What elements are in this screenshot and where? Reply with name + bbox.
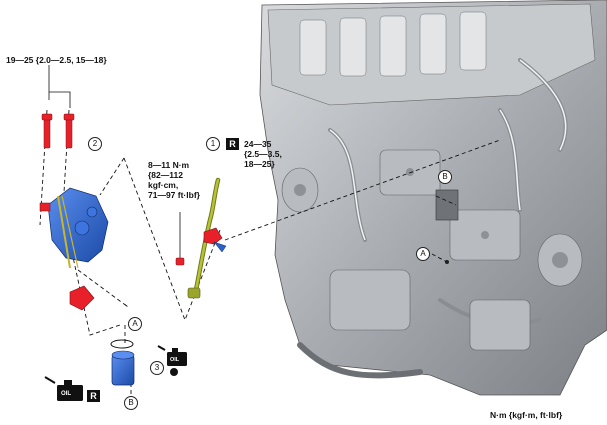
oil-can-icon-left <box>44 376 83 401</box>
torque-line: {2.5—3.5, <box>244 149 282 159</box>
torque-line: 8—11 N·m <box>148 160 190 170</box>
small-bolt <box>175 257 185 266</box>
engine-block <box>259 0 607 396</box>
callout-part-1: 1 <box>206 137 220 151</box>
callout-part-2: 2 <box>88 137 102 151</box>
callout-ref-b: B <box>124 396 138 410</box>
callout-ref-a: A <box>128 317 142 331</box>
torque-line: 24—35 <box>244 139 272 149</box>
torque-line: {82—112 <box>148 170 183 180</box>
oil-label-right: OIL <box>170 357 180 363</box>
oil-pipe <box>187 177 227 299</box>
torque-label-small-bolt: 8—11 N·m {82—112 kgf·cm, 71—97 ft·lbf} <box>148 160 218 200</box>
torque-leaders <box>48 65 181 258</box>
oil-can-icon-right <box>157 345 187 376</box>
oil-label-left: OIL <box>61 391 71 397</box>
replace-symbol-filter: R <box>87 390 100 402</box>
bolt-pair <box>41 113 75 149</box>
callout-engine-a: A <box>416 247 430 261</box>
oil-filter <box>111 350 135 386</box>
torque-line: kgf·cm, <box>148 180 179 190</box>
o-ring <box>110 339 134 349</box>
gasket <box>69 285 95 311</box>
torque-label-pipe: 24—35 {2.5—3.5, 18—25} <box>244 139 304 169</box>
callout-part-3: 3 <box>150 361 164 375</box>
callout-engine-b: B <box>438 170 452 184</box>
oil-filter-housing <box>39 187 109 269</box>
torque-label-bolts: 19—25 {2.0—2.5, 15—18} <box>6 55 107 65</box>
torque-line: 18—25} <box>244 159 275 169</box>
leader-lines <box>39 109 501 395</box>
replace-symbol-pipe: R <box>226 138 239 150</box>
units-note: N·m {kgf·m, ft·lbf} <box>490 410 563 420</box>
torque-line: 71—97 ft·lbf} <box>148 190 200 200</box>
